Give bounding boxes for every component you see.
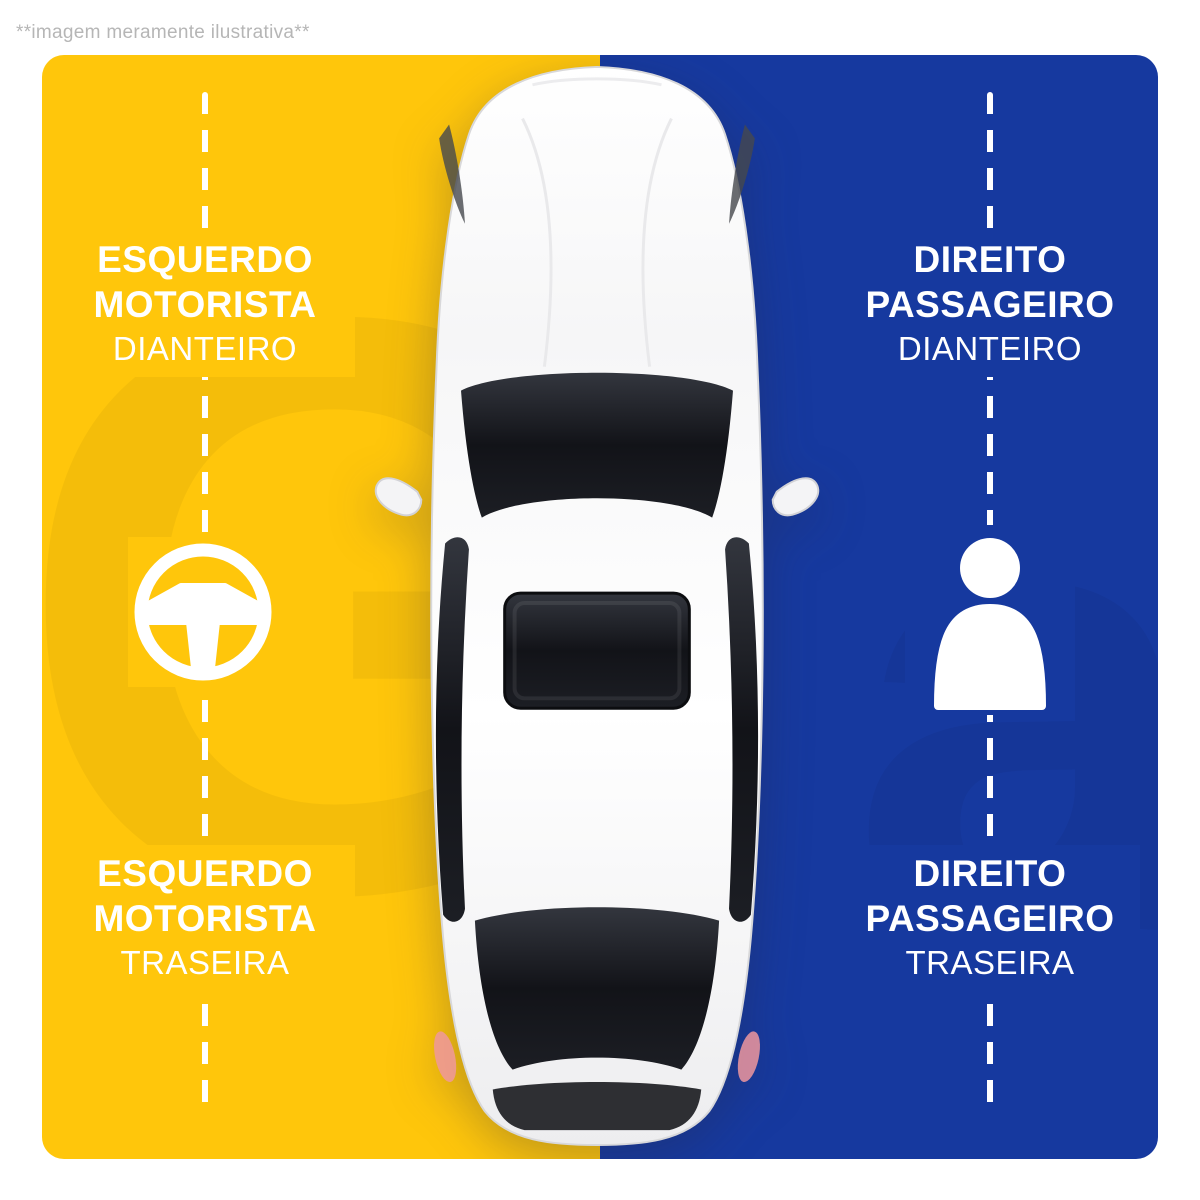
side-mirror-left <box>374 477 423 517</box>
taillight-left <box>434 1031 457 1083</box>
steering-wheel-icon <box>134 543 272 681</box>
label-rear-left: ESQUERDO MOTORISTA TRASEIRA <box>55 845 355 991</box>
side-window-right <box>725 537 759 922</box>
label-line: DIREITO <box>913 239 1067 280</box>
driver-icon-box <box>128 537 278 687</box>
label-rear-right: DIREITO PASSAGEIRO TRASEIRA <box>840 845 1140 991</box>
label-line: PASSAGEIRO <box>865 284 1115 325</box>
side-mirror-right <box>771 477 820 517</box>
label-line: DIANTEIRO <box>897 330 1083 367</box>
sunroof-highlight <box>512 601 682 701</box>
car-top-view <box>374 65 820 1147</box>
headlight-left <box>439 124 465 224</box>
label-line: ESQUERDO <box>97 239 313 280</box>
sunroof <box>503 591 691 710</box>
label-line: MOTORISTA <box>93 284 317 325</box>
label-line: DIREITO <box>913 853 1067 894</box>
label-line: MOTORISTA <box>93 898 317 939</box>
person-icon <box>934 538 1046 710</box>
label-line: ESQUERDO <box>97 853 313 894</box>
background-panel: G a ESQUERDO MOTORISTA DIANTEIRO DIREITO… <box>42 55 1158 1159</box>
label-line: PASSAGEIRO <box>865 898 1115 939</box>
hood-crease-right <box>641 117 673 367</box>
rear-window <box>474 907 720 1070</box>
passenger-icon-box <box>905 525 1075 715</box>
hood-crease-left <box>521 117 553 367</box>
side-window-left <box>435 537 469 922</box>
label-line: DIANTEIRO <box>112 330 298 367</box>
headlight-right <box>729 124 755 224</box>
label-front-left: ESQUERDO MOTORISTA DIANTEIRO <box>55 231 355 377</box>
label-line: TRASEIRA <box>905 944 1075 981</box>
windshield <box>460 372 734 518</box>
label-front-right: DIREITO PASSAGEIRO DIANTEIRO <box>840 231 1140 377</box>
front-edge-line <box>532 77 662 87</box>
taillight-right <box>737 1031 760 1083</box>
rear-bumper <box>492 1082 702 1131</box>
disclaimer-text: **imagem meramente ilustrativa** <box>16 22 310 43</box>
label-line: TRASEIRA <box>120 944 290 981</box>
